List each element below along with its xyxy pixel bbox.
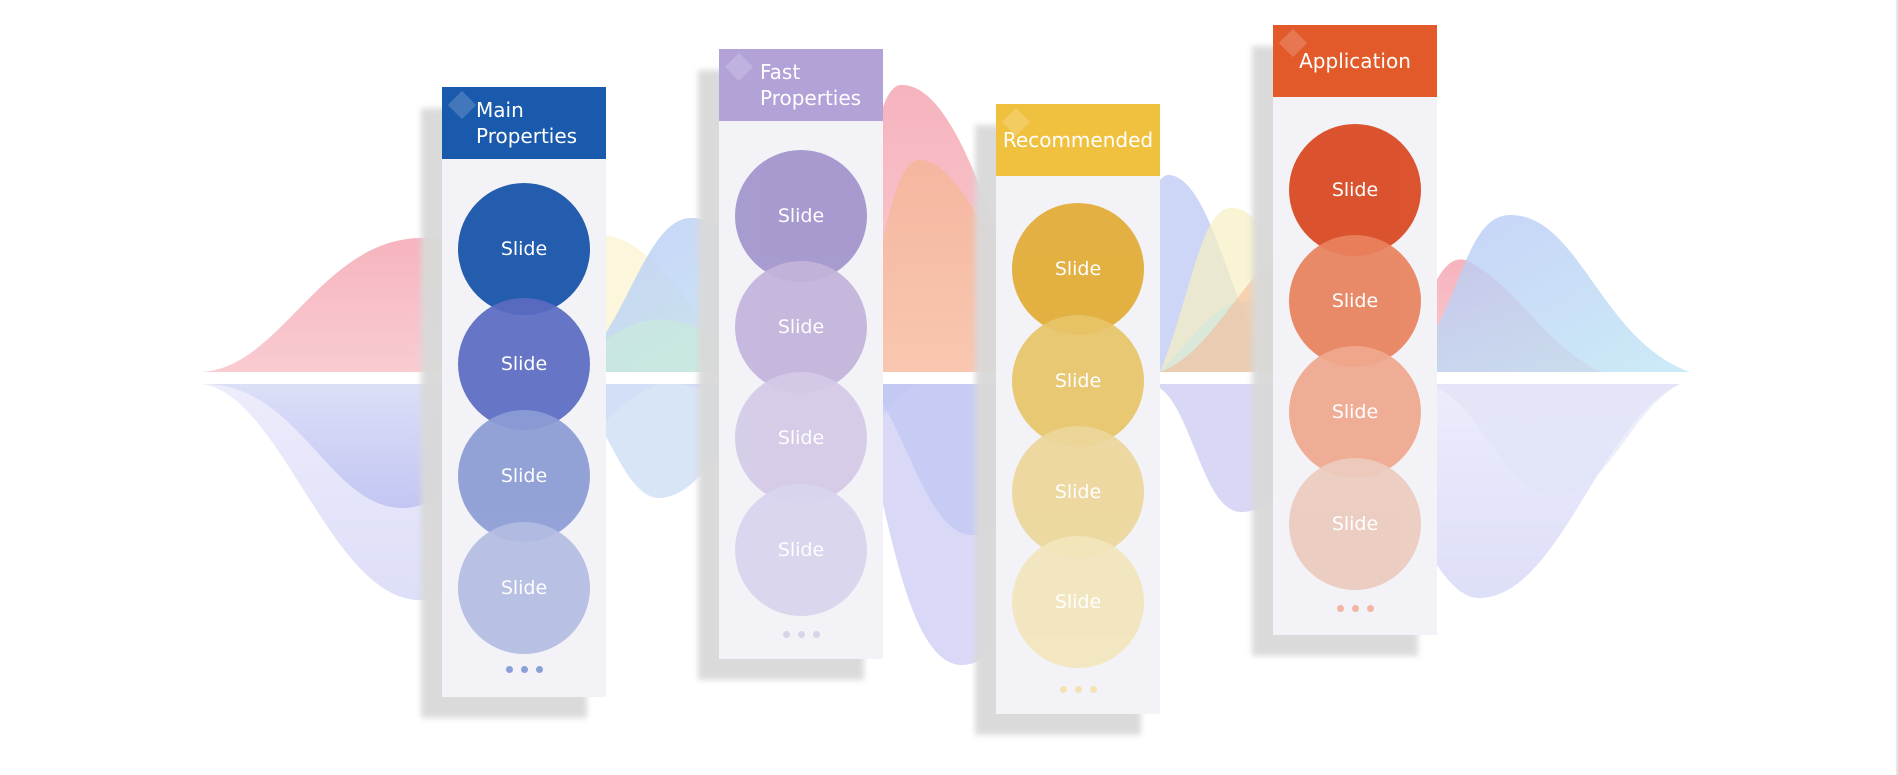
slide-label: Slide (1331, 401, 1379, 423)
slide-circle[interactable]: Slide (1289, 346, 1421, 478)
slide-circle[interactable]: Slide (735, 150, 867, 282)
slide-label: Slide (1331, 179, 1379, 201)
card-header-fast: Fast Properties (719, 49, 883, 121)
slide-label: Slide (1331, 513, 1379, 535)
slide-label: Slide (500, 465, 548, 487)
card-application: Application Slide Slide Slide Slide (1273, 25, 1437, 635)
card-fast-properties: Fast Properties Slide Slide Slide Slide (719, 49, 883, 659)
card-title: Fast Properties (760, 60, 862, 110)
slide-label: Slide (1331, 290, 1379, 312)
slide-circle[interactable]: Slide (1289, 458, 1421, 590)
header-pattern-icon (724, 52, 754, 82)
slide-label: Slide (500, 353, 548, 375)
slide-circle[interactable]: Slide (1289, 124, 1421, 256)
card-title: Application (1299, 49, 1411, 73)
card-title: Recommended (1002, 128, 1154, 152)
slide-circle[interactable]: Slide (735, 484, 867, 616)
slide-label: Slide (500, 238, 548, 260)
slide-circle[interactable]: Slide (735, 372, 867, 504)
card-recommended: Recommended Slide Slide Slide Slide (996, 104, 1160, 714)
slide-label: Slide (777, 539, 825, 561)
card-header-application: Application (1273, 25, 1437, 97)
right-edge-line (1896, 0, 1898, 775)
slide-label: Slide (1054, 481, 1102, 503)
slide-circle[interactable]: Slide (458, 183, 590, 315)
slide-label: Slide (1054, 258, 1102, 280)
more-dots-icon[interactable] (719, 631, 883, 638)
slide-circle[interactable]: Slide (1012, 203, 1144, 335)
slide-label: Slide (777, 205, 825, 227)
slide-circle[interactable]: Slide (735, 261, 867, 393)
header-pattern-icon (447, 90, 477, 120)
card-header-recommended: Recommended (996, 104, 1160, 176)
more-dots-icon[interactable] (442, 666, 606, 673)
slide-label: Slide (777, 427, 825, 449)
slide-circle[interactable]: Slide (458, 522, 590, 654)
slide-label: Slide (500, 577, 548, 599)
slide-label: Slide (777, 316, 825, 338)
wave-lav-far-right-2 (1420, 384, 1680, 496)
slide-circle[interactable]: Slide (458, 410, 590, 542)
wave-blue-right (1400, 215, 1690, 372)
slide-circle[interactable]: Slide (1012, 536, 1144, 668)
card-title: Main Properties (476, 98, 578, 148)
more-dots-icon[interactable] (1273, 605, 1437, 612)
card-main-properties: Main Properties Slide Slide Slide Slide (442, 87, 606, 697)
slide-circle[interactable]: Slide (458, 298, 590, 430)
slide-circle[interactable]: Slide (1012, 315, 1144, 447)
slide-label: Slide (1054, 591, 1102, 613)
slide-circle[interactable]: Slide (1289, 235, 1421, 367)
slide-label: Slide (1054, 370, 1102, 392)
more-dots-icon[interactable] (996, 686, 1160, 693)
wave-divider-line (0, 376, 1898, 384)
card-header-main: Main Properties (442, 87, 606, 159)
